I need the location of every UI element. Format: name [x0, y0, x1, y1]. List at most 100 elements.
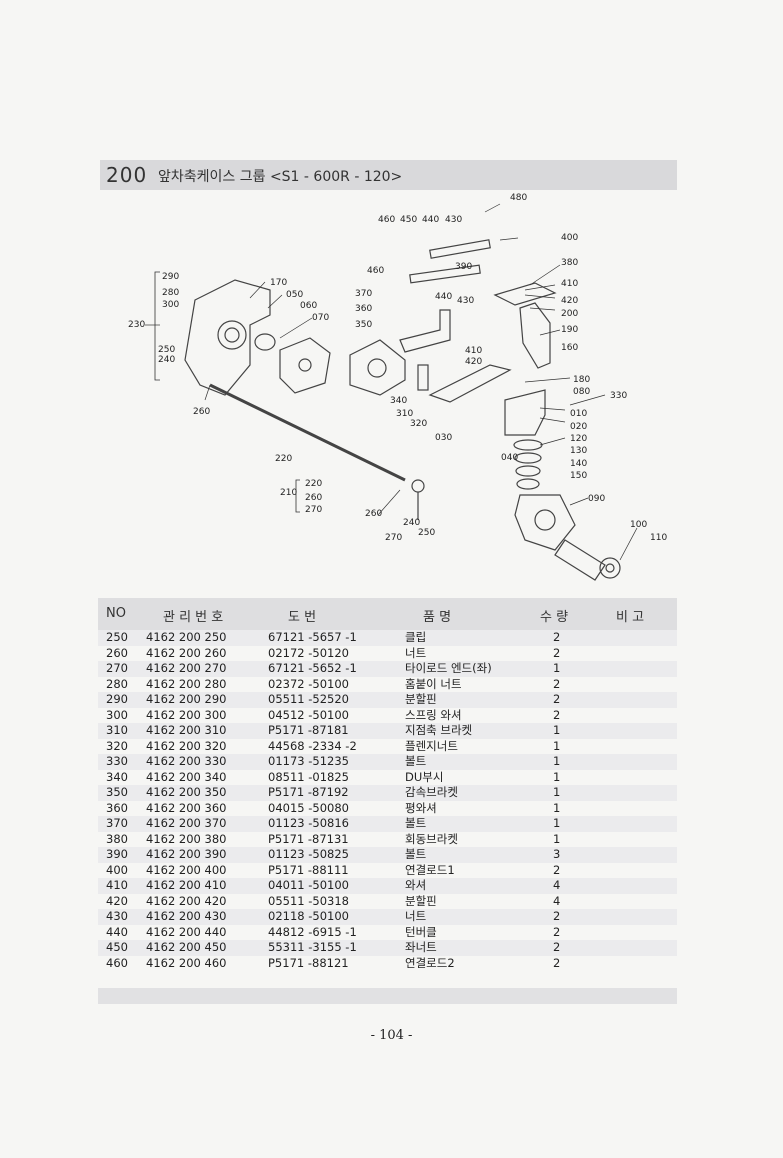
table-row: 330 4162 200 330 01173 -51235 볼트 1	[98, 754, 677, 770]
cell-part-name: 지점축 브라켓	[405, 723, 473, 737]
cell-drawing-no: 01173 -51235	[268, 754, 349, 768]
cell-quantity: 3	[553, 847, 561, 861]
cell-drawing-no: P5171 -88121	[268, 955, 349, 970]
callout-label: 140	[570, 459, 587, 469]
cell-no: 440	[106, 924, 128, 939]
callout-label: 240	[158, 355, 175, 365]
header-quantity: 수 량	[540, 610, 569, 625]
callout-label: 260	[305, 493, 322, 503]
cell-part-name: 타이로드 엔드(좌)	[405, 661, 492, 675]
cell-quantity: 2	[553, 940, 561, 954]
cell-no: 330	[106, 754, 128, 768]
callout-label: 020	[570, 422, 587, 432]
cell-drawing-no: P5171 -87181	[268, 723, 349, 737]
callout-label: 030	[435, 433, 452, 443]
cell-quantity: 1	[553, 738, 561, 753]
cell-quantity: 2	[553, 630, 561, 644]
cell-management-no: 4162 200 450	[146, 940, 227, 954]
cell-management-no: 4162 200 340	[146, 769, 227, 784]
cell-part-name: 너트	[405, 909, 427, 923]
cell-drawing-no: 04015 -50080	[268, 800, 349, 815]
axle-housing-right-shape	[504, 389, 546, 436]
cell-part-name: 볼트	[405, 754, 427, 768]
cell-management-no: 4162 200 250	[146, 630, 227, 644]
cell-part-name: 스프링 와셔	[405, 707, 462, 722]
exploded-parts-diagram: 480 460 450 440 430 400 390 380 460 370 …	[128, 193, 667, 581]
cell-drawing-no: 67121 -5652 -1	[268, 661, 357, 675]
callout-label: 070	[312, 313, 329, 323]
group-bracket-230	[154, 271, 160, 381]
page-number: - 104 -	[370, 1028, 413, 1043]
cell-no: 360	[106, 800, 128, 815]
cell-part-name: 홈붙이 너트	[405, 676, 462, 691]
cell-part-name: 클립	[405, 630, 427, 644]
cell-management-no: 4162 200 460	[146, 955, 227, 970]
cell-no: 290	[106, 692, 128, 706]
cell-part-name: 분할핀	[405, 692, 437, 706]
cell-drawing-no: 02118 -50100	[268, 909, 349, 923]
callout-label: 450	[400, 215, 417, 225]
callout-label: 250	[158, 345, 175, 355]
callout-label: 420	[465, 357, 482, 367]
cell-part-name: 연결로드2	[405, 955, 455, 970]
cell-no: 320	[106, 738, 128, 753]
support-bracket-shape	[428, 364, 512, 403]
callout-label: 010	[570, 409, 587, 419]
cell-part-name: 볼트	[405, 816, 427, 830]
callout-label: 240	[403, 518, 420, 528]
callout-label: 080	[573, 387, 590, 397]
callout-label: 210	[280, 488, 297, 498]
cell-quantity: 1	[553, 661, 561, 675]
callout-label: 200	[561, 309, 578, 319]
cell-quantity: 2	[553, 955, 561, 970]
callout-label: 180	[573, 375, 590, 385]
cell-part-name: 와셔	[405, 878, 427, 892]
cell-quantity: 1	[553, 754, 561, 768]
cell-part-name: 연결로드1	[405, 862, 455, 877]
callout-label: 120	[570, 434, 587, 444]
cell-management-no: 4162 200 330	[146, 754, 227, 768]
callout-label: 130	[570, 446, 587, 456]
header-management-no: 관 리 번 호	[163, 610, 224, 625]
cell-no: 430	[106, 909, 128, 923]
cell-no: 270	[106, 661, 128, 675]
cell-quantity: 2	[553, 676, 561, 691]
callout-label: 100	[630, 520, 647, 530]
swing-bracket-shape	[493, 282, 557, 306]
header-drawing-no: 도 번	[288, 610, 317, 625]
cell-management-no: 4162 200 370	[146, 816, 227, 830]
callout-label: 310	[396, 409, 413, 419]
callout-label: 360	[355, 304, 372, 314]
callout-label: 410	[465, 346, 482, 356]
callout-label: 460	[367, 266, 384, 276]
cell-quantity: 1	[553, 769, 561, 784]
callout-label: 090	[588, 494, 605, 504]
callout-label: 440	[435, 292, 452, 302]
cell-drawing-no: 08511 -01825	[268, 769, 349, 784]
header-part-name: 품 명	[423, 610, 452, 625]
cell-part-name: 플렌지너트	[405, 738, 458, 753]
callout-label: 170	[270, 278, 287, 288]
callout-label: 270	[385, 533, 402, 543]
cell-quantity: 2	[553, 862, 561, 877]
callout-label: 110	[650, 533, 667, 543]
tie-rod-shape	[209, 383, 406, 482]
header-no: NO	[106, 606, 126, 621]
cell-quantity: 4	[553, 878, 561, 892]
cell-no: 260	[106, 645, 128, 660]
cell-no: 450	[106, 940, 128, 954]
cell-no: 310	[106, 723, 128, 737]
cell-quantity: 1	[553, 785, 561, 799]
cell-quantity: 4	[553, 893, 561, 908]
section-title-bar: 200 앞차축케이스 그룹 <S1 - 600R - 120>	[100, 160, 677, 190]
flange-shape	[279, 337, 331, 394]
